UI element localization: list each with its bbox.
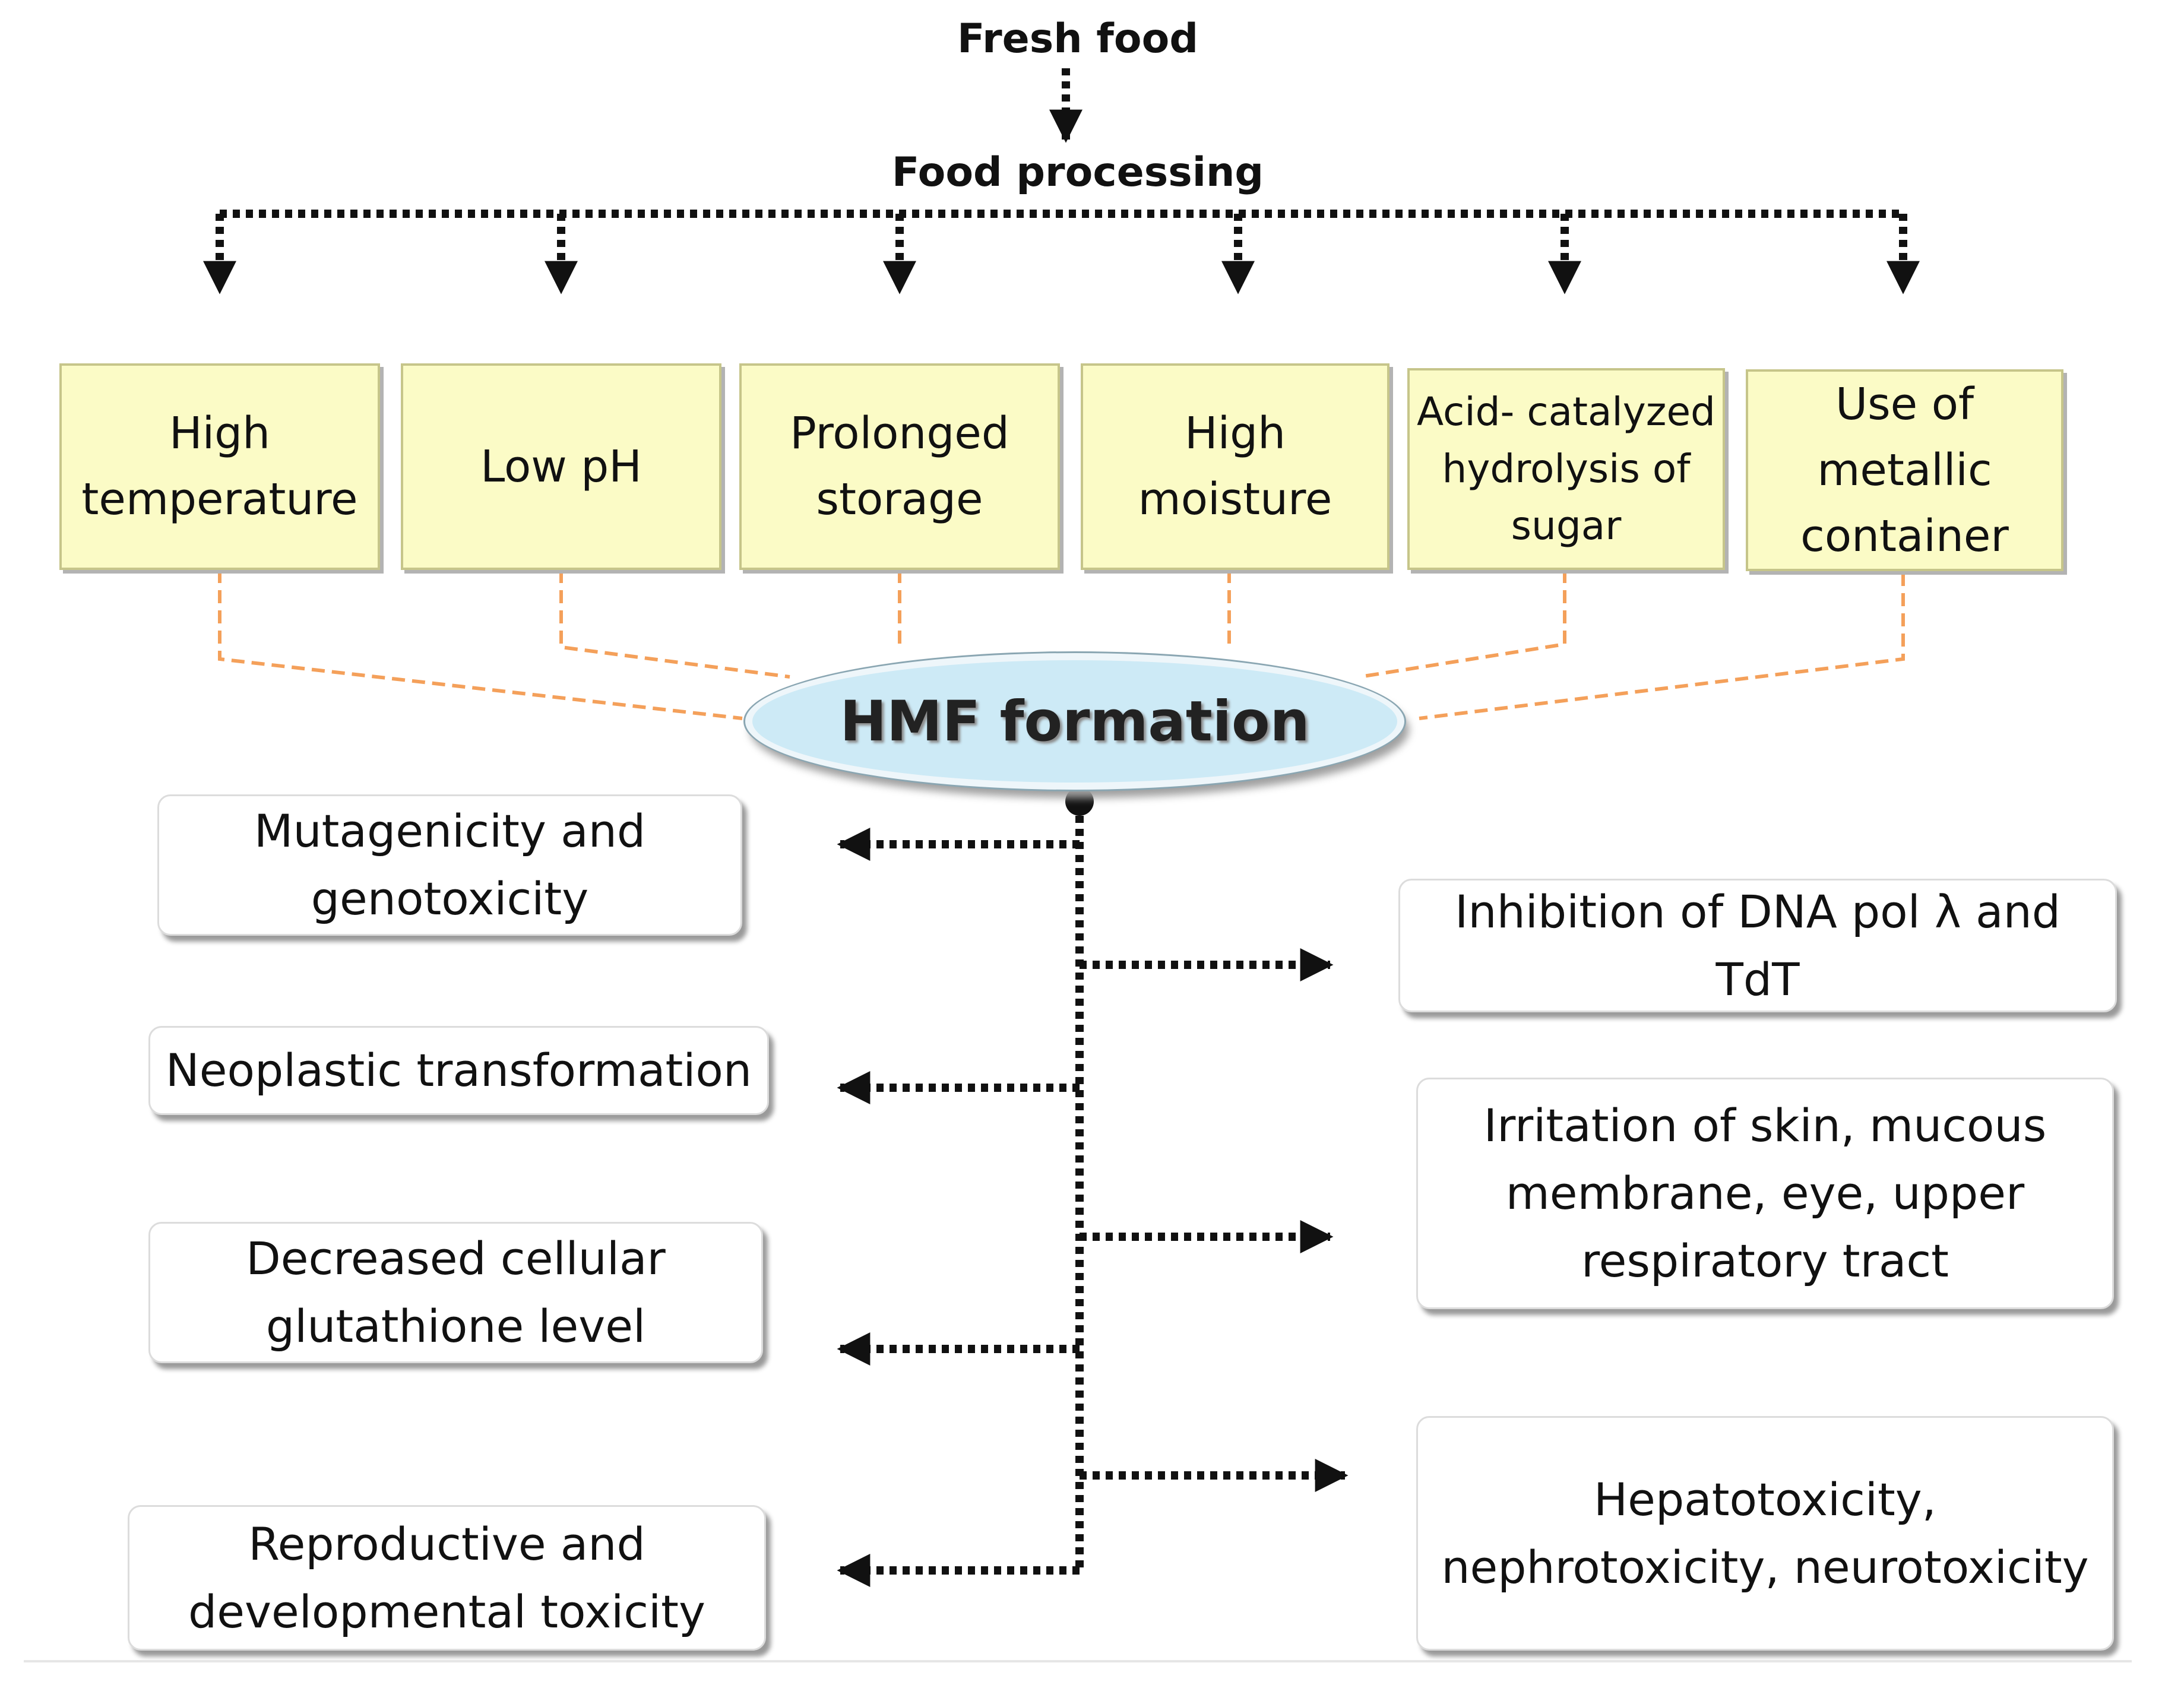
effects-tree [837,803,1349,1587]
effect-mutagenicity: Mutagenicity and genotoxicity [157,794,742,936]
effect-reproductive-toxicity: Reproductive and developmental toxicity [128,1505,766,1651]
effect-neoplastic-transformation: Neoplastic transformation [148,1026,769,1115]
factor-label: Prolonged storage [790,408,1009,525]
factor-high-moisture: High moisture [1081,363,1389,570]
factor-high-temperature: High temperature [59,363,380,570]
fresh-food-label: Fresh food [957,15,1198,62]
food-processing-label: Food processing [891,148,1264,196]
factor-connectors [218,570,1905,720]
effect-glutathione: Decreased cellular glutathione level [148,1222,763,1363]
effect-dna-pol-inhibition: Inhibition of DNA pol λ and TdT [1398,879,2117,1012]
factor-low-ph: Low pH [401,363,721,570]
factor-label: Low pH [480,441,642,492]
distribution-bar [203,210,1920,294]
effect-label: Neoplastic transformation [165,1044,752,1097]
effect-irritation: Irritation of skin, mucous membrane, eye… [1416,1078,2114,1309]
bottom-divider [24,1660,2132,1662]
branch-origin-dot [1065,787,1094,816]
factor-label: Use of metallic container [1800,378,2009,562]
effect-label: Mutagenicity and genotoxicity [254,805,646,925]
hmf-formation-node: HMF formation [745,653,1404,790]
factor-label: High temperature [81,408,358,525]
effect-label: Inhibition of DNA pol λ and TdT [1454,885,2061,1006]
hmf-formation-label: HMF formation [840,689,1310,754]
effect-label: Hepatotoxicity, nephrotoxicity, neurotox… [1441,1472,2089,1594]
factor-prolonged-storage: Prolonged storage [739,363,1060,570]
effect-label: Irritation of skin, mucous membrane, eye… [1483,1099,2047,1287]
factor-acid-catalyzed-hydrolysis: Acid- catalyzed hydrolysis of sugar [1407,368,1725,570]
factor-label: High moisture [1138,408,1332,525]
effect-label: Decreased cellular glutathione level [246,1232,666,1353]
effect-hepatotoxicity: Hepatotoxicity, nephrotoxicity, neurotox… [1416,1416,2114,1651]
factor-metallic-container: Use of metallic container [1746,369,2063,571]
factor-label: Acid- catalyzed hydrolysis of sugar [1417,389,1715,549]
effect-label: Reproductive and developmental toxicity [188,1517,705,1638]
